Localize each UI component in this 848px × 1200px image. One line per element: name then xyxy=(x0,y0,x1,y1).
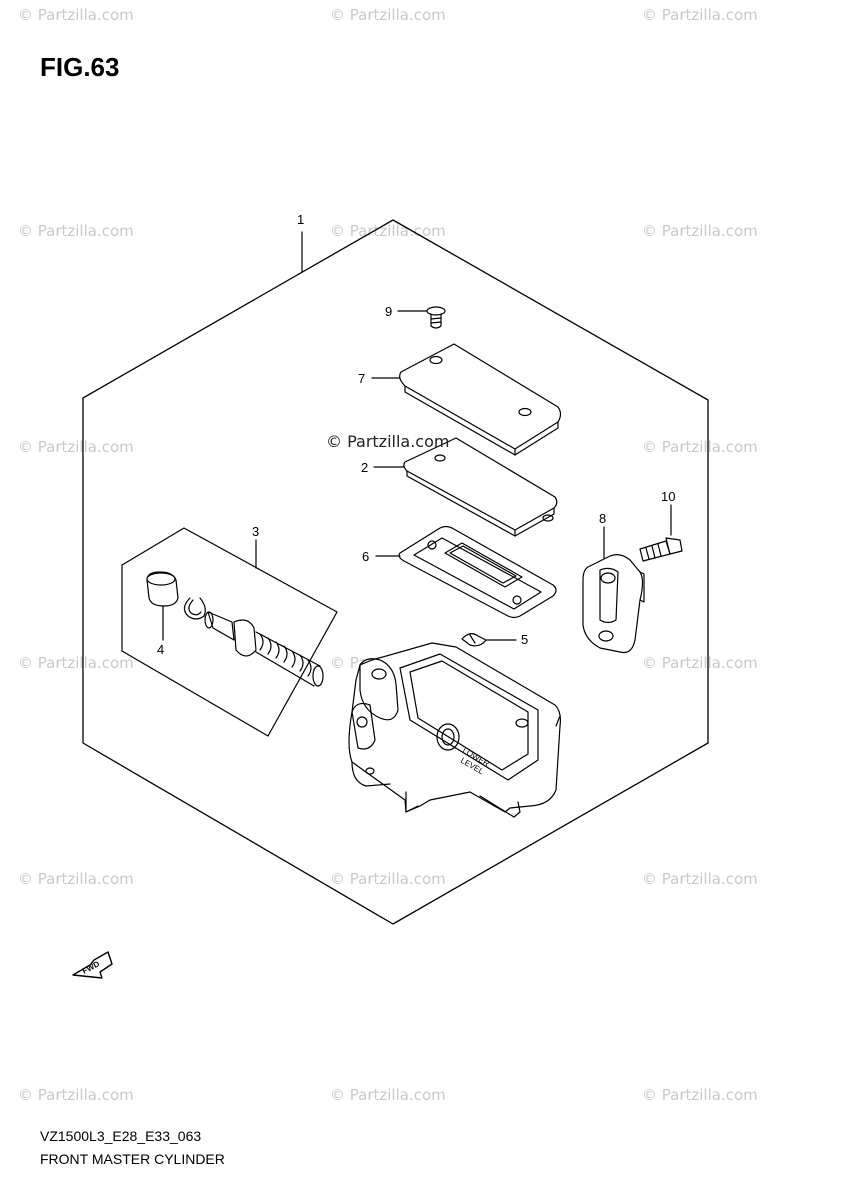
assembly-boundary xyxy=(82,219,709,925)
watermark: © Partzilla.com xyxy=(642,222,758,240)
watermark: © Partzilla.com xyxy=(18,1086,134,1104)
watermark: © Partzilla.com xyxy=(18,870,134,888)
watermark: © Partzilla.com xyxy=(18,6,134,24)
fwd-arrow xyxy=(72,951,113,979)
master-cylinder-body xyxy=(348,642,562,818)
bolt-10 xyxy=(639,504,683,562)
watermark: © Partzilla.com xyxy=(18,438,134,456)
callout-5: 5 xyxy=(521,632,529,647)
callout-9: 9 xyxy=(385,304,393,319)
holder-8 xyxy=(582,526,645,654)
section-name: FRONT MASTER CYLINDER xyxy=(40,1151,225,1167)
watermark: © Partzilla.com xyxy=(18,654,134,672)
diaphragm-plate-2 xyxy=(373,437,558,537)
watermark-center: © Partzilla.com xyxy=(326,432,450,451)
watermark: © Partzilla.com xyxy=(330,222,446,240)
callout-8: 8 xyxy=(599,511,607,526)
screw-9 xyxy=(397,306,446,329)
watermark: © Partzilla.com xyxy=(642,438,758,456)
watermark: © Partzilla.com xyxy=(642,870,758,888)
watermark: © Partzilla.com xyxy=(18,222,134,240)
watermark: © Partzilla.com xyxy=(330,6,446,24)
watermark: © Partzilla.com xyxy=(642,654,758,672)
callout-3: 3 xyxy=(252,524,260,539)
watermark: © Partzilla.com xyxy=(642,6,758,24)
callout-6: 6 xyxy=(362,549,370,564)
reservoir-cap-7 xyxy=(371,343,562,456)
piston-kit-boundary xyxy=(121,527,338,737)
model-code: VZ1500L3_E28_E33_063 xyxy=(40,1128,202,1144)
watermark: © Partzilla.com xyxy=(330,870,446,888)
figure-title: FIG.63 xyxy=(40,52,120,82)
watermark: © Partzilla.com xyxy=(330,1086,446,1104)
piston-set-4 xyxy=(146,571,324,687)
protector-5 xyxy=(461,633,517,647)
callout-7: 7 xyxy=(358,371,366,386)
watermark: © Partzilla.com xyxy=(642,1086,758,1104)
callout-10: 10 xyxy=(661,489,676,504)
callout-2: 2 xyxy=(361,460,369,475)
callout-4: 4 xyxy=(157,642,165,657)
diaphragm-gasket-6 xyxy=(375,525,557,619)
callout-1: 1 xyxy=(297,212,305,227)
